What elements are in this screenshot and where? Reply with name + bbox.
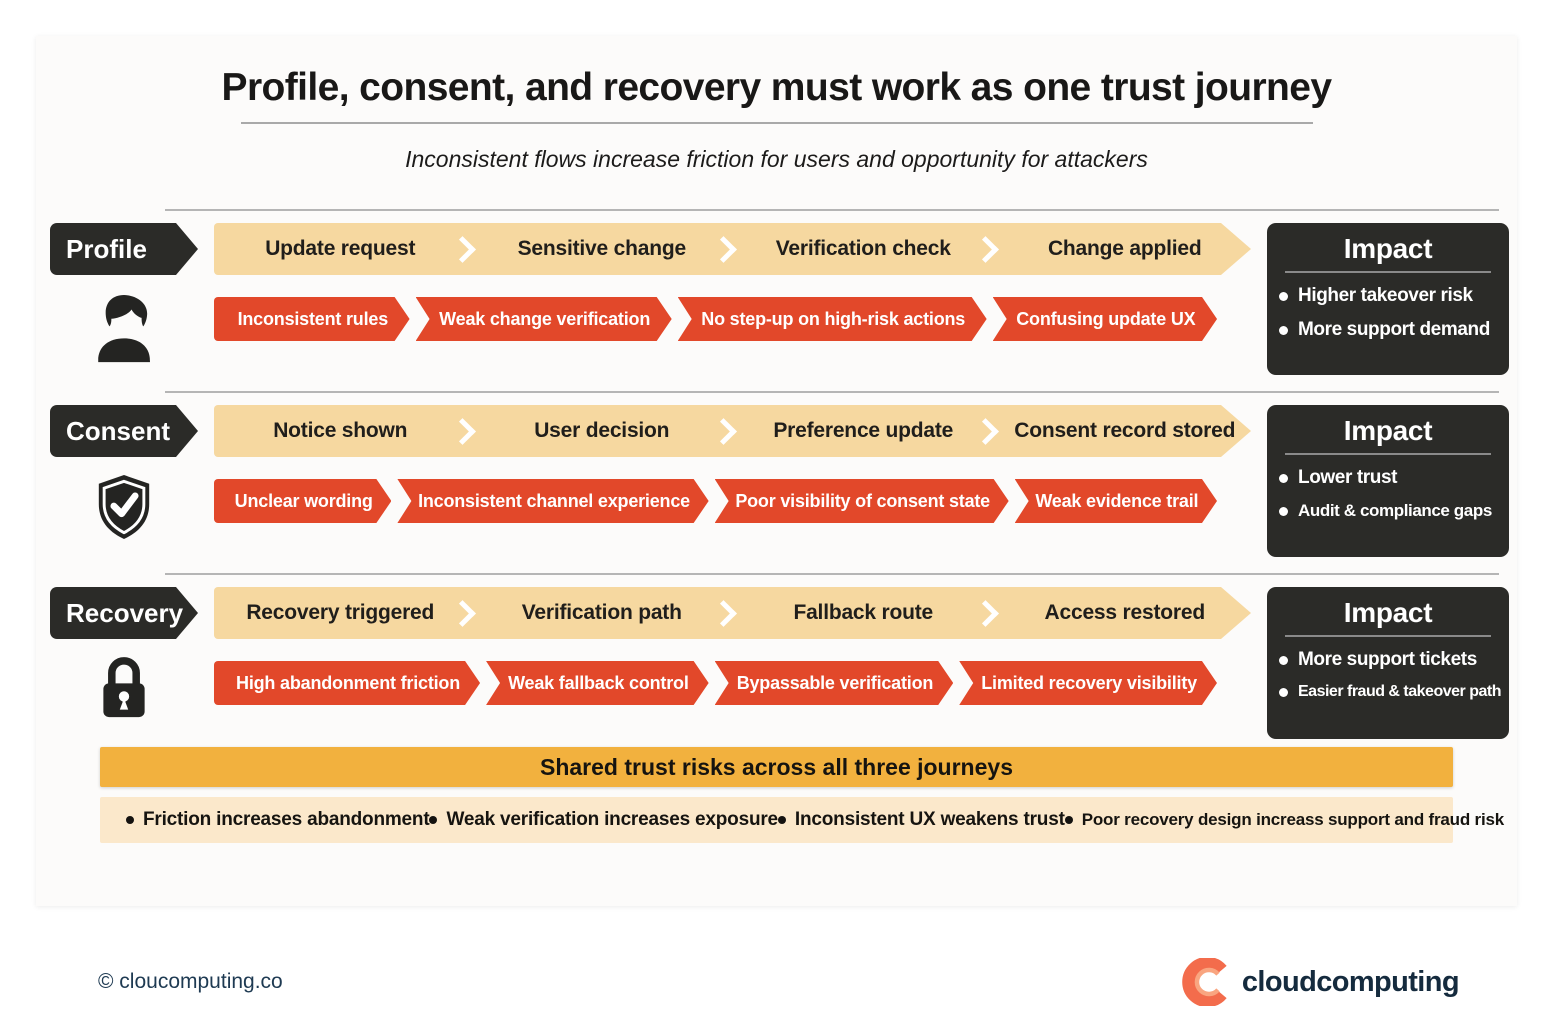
step-label: Access restored (1044, 601, 1205, 624)
journey-row-recovery: Recovery Recovery triggered Verification… (50, 573, 1509, 739)
impact-title: Impact (1343, 233, 1433, 264)
risk-chevron: No step-up on high-risk actions (678, 297, 987, 341)
impact-bullet-label: Easier fraud & takeover path (1298, 683, 1501, 700)
shared-risk-label: Weak verification increases exposure (446, 809, 778, 830)
shared-risks-section: Shared trust risks across all three jour… (100, 747, 1504, 843)
bullet-dot-icon (1279, 506, 1288, 516)
journey-row-consent: Consent Notice shown User decision Prefe… (50, 391, 1509, 557)
step-label: Preference update (773, 419, 954, 442)
step-label: Update request (265, 237, 416, 260)
row-divider (165, 209, 1499, 211)
bullet-dot-icon (1279, 473, 1288, 483)
impact-bullet-label: Higher takeover risk (1298, 285, 1473, 306)
impact-divider (1285, 453, 1491, 455)
impact-bullet-label: More support tickets (1298, 649, 1477, 670)
row-divider (165, 573, 1499, 575)
step-label: Change applied (1047, 237, 1202, 260)
page-subtitle: Inconsistent flows increase friction for… (405, 146, 1148, 172)
shared-risk-label: Friction increases abandonment (143, 809, 430, 830)
risk-chevron: Limited recovery visibility (959, 661, 1217, 705)
infographic-card: Profile, consent, and recovery must work… (36, 36, 1517, 906)
journey-steps-recovery: Recovery triggered Verification path Fal… (214, 587, 1251, 639)
step-label: Consent record stored (1014, 419, 1236, 442)
bullet-dot-icon (1279, 655, 1288, 665)
risk-chevron: Weak change verification (416, 297, 672, 341)
c-logo-icon (1182, 958, 1227, 1006)
impact-bullet: Lower trust (1279, 467, 1497, 489)
brand-logo: cloudcomputing (1182, 958, 1460, 1006)
shield-check-icon (50, 475, 198, 539)
impact-bullet: Higher takeover risk (1279, 285, 1497, 307)
row-divider (165, 391, 1499, 393)
impact-card-profile: Impact Higher takeover risk More support… (1267, 223, 1509, 375)
risk-chevron: Weak evidence trail (1015, 479, 1217, 523)
journey-steps-profile: Update request Sensitive change Verifica… (214, 223, 1251, 275)
shared-risk-item: Inconsistent UX weakens trust (777, 809, 1065, 831)
step-label: Recovery triggered (246, 601, 435, 624)
risk-chevron: Weak fallback control (486, 661, 709, 705)
impact-card-recovery: Impact More support tickets Easier fraud… (1267, 587, 1509, 739)
journey-tag-recovery: Recovery (50, 587, 198, 639)
bullet-dot-icon (429, 816, 438, 824)
step-label: Verification check (775, 237, 951, 260)
impact-bullet-label: Audit & compliance gaps (1298, 501, 1492, 520)
bullet-dot-icon (1279, 325, 1288, 335)
person-icon (50, 295, 198, 363)
journey-risks-profile: Inconsistent rules Weak change verificat… (214, 297, 1251, 341)
risk-chevron: Confusing update UX (993, 297, 1217, 341)
bullet-dot-icon (1279, 291, 1288, 301)
risk-chevron: Unclear wording (214, 479, 391, 523)
impact-bullet: Audit & compliance gaps (1279, 501, 1497, 521)
step-label: Fallback route (793, 601, 934, 624)
journey-row-profile: Profile Update request Sensitive change … (50, 209, 1509, 375)
journey-risks-consent: Unclear wording Inconsistent channel exp… (214, 479, 1251, 523)
page-title: Profile, consent, and recovery must work… (221, 66, 1332, 109)
risk-chevron: Inconsistent channel experience (397, 479, 708, 523)
shared-risk-item: Poor recovery design increass support an… (1064, 810, 1504, 830)
step-label: Notice shown (273, 419, 408, 442)
impact-bullet-label: Lower trust (1298, 467, 1398, 488)
impact-divider (1285, 271, 1491, 273)
footer-copyright: © cloucomputing.co (98, 970, 283, 993)
journey-tag-profile: Profile (50, 223, 198, 275)
lock-icon (50, 657, 198, 718)
bullet-dot-icon (1279, 687, 1288, 697)
impact-bullet: More support demand (1279, 319, 1497, 341)
risk-chevron: Bypassable verification (715, 661, 954, 705)
shared-risks-list: Friction increases abandonment Weak veri… (100, 797, 1504, 843)
step-label: Sensitive change (517, 237, 686, 260)
footer: © cloucomputing.co cloudcomputing (98, 958, 1460, 1006)
bullet-dot-icon (1064, 816, 1073, 824)
impact-title: Impact (1343, 415, 1433, 446)
shared-risk-item: Weak verification increases exposure (429, 809, 778, 831)
impact-bullet-label: More support demand (1298, 319, 1490, 340)
impact-bullet: Easier fraud & takeover path (1279, 683, 1501, 701)
journey-risks-recovery: High abandonment friction Weak fallback … (214, 661, 1251, 705)
journey-steps-consent: Notice shown User decision Preference up… (214, 405, 1251, 457)
impact-title: Impact (1343, 597, 1433, 628)
shared-risk-label: Poor recovery design increass support an… (1081, 810, 1504, 829)
title-underline (240, 122, 1313, 124)
brand-name: cloudcomputing (1241, 965, 1460, 998)
bullet-dot-icon (777, 816, 786, 824)
step-label: User decision (534, 419, 670, 442)
shared-risk-label: Inconsistent UX weakens trust (794, 809, 1065, 830)
impact-bullet: More support tickets (1279, 649, 1497, 671)
shared-risks-title-bar: Shared trust risks across all three jour… (100, 747, 1453, 787)
impact-divider (1285, 635, 1491, 637)
journey-tag-consent: Consent (50, 405, 198, 457)
impact-card-consent: Impact Lower trust Audit & compliance ga… (1267, 405, 1509, 557)
risk-chevron: High abandonment friction (214, 661, 480, 705)
bullet-dot-icon (126, 816, 134, 824)
shared-risk-item: Friction increases abandonment (126, 809, 430, 831)
step-label: Verification path (521, 601, 682, 624)
risk-chevron: Inconsistent rules (214, 297, 410, 341)
risk-chevron: Poor visibility of consent state (715, 479, 1009, 523)
